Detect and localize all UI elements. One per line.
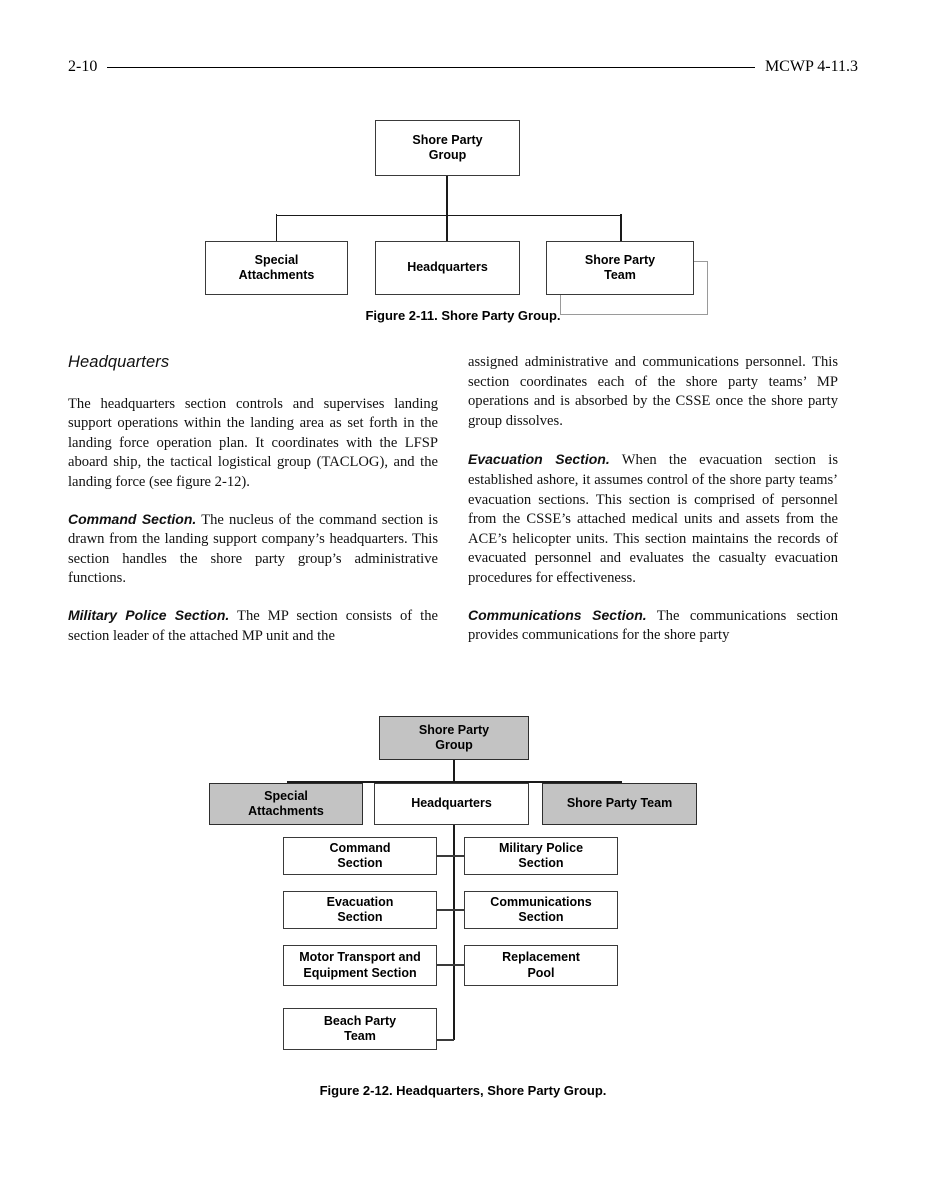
fig212-node-headquarters: Headquarters xyxy=(374,783,529,825)
paragraph-command-section: Command Section. The nucleus of the comm… xyxy=(68,510,438,589)
fig212-connector-row-1-left xyxy=(436,855,454,857)
fig211-drop-left xyxy=(275,214,278,242)
publication-title: MCWP 4-11.3 xyxy=(764,58,858,75)
fig211-node-special-attachments: Special Attachments xyxy=(205,241,348,295)
fig212-connector-row-4-left xyxy=(436,1039,454,1041)
right-text-column: assigned administrative and communicatio… xyxy=(468,353,838,646)
page-folio: 2-10 xyxy=(68,58,98,75)
fig212-spine xyxy=(453,825,455,1040)
fig212-node-communications-section: Communications Section xyxy=(464,891,618,929)
figure-2-12: Shore Party Group Special Attachments He… xyxy=(0,705,926,1125)
fig211-trunk xyxy=(446,176,448,216)
paragraph-mp-continued: assigned administrative and communicatio… xyxy=(468,354,838,429)
fig212-node-evacuation-section: Evacuation Section xyxy=(283,891,437,929)
fig212-trunk xyxy=(453,760,455,782)
fig212-connector-row-3-right xyxy=(453,964,464,966)
fig211-node-shore-party-team: Shore Party Team xyxy=(546,241,694,295)
header-rule xyxy=(107,67,755,68)
paragraph-command-section-text: The nucleus of the command section is dr… xyxy=(68,511,439,587)
figure-2-11: Shore Party Group Special Attachments He… xyxy=(0,110,926,340)
fig212-connector-row-3-left xyxy=(436,964,454,966)
runin-head-command-section: Command Section. xyxy=(68,510,197,527)
paragraph-evacuation-section: Evacuation Section. When the evacuation … xyxy=(468,450,838,588)
paragraph-communications-section: Communications Section. The communicatio… xyxy=(468,606,838,646)
runin-head-military-police-section: Military Police Section. xyxy=(68,606,230,623)
paragraph-military-police-section-text: The MP section consists of the section l… xyxy=(68,607,438,644)
fig212-node-shore-party-group: Shore Party Group xyxy=(379,716,529,760)
running-head: 2-10 MCWP 4-11.3 xyxy=(68,56,858,78)
left-text-column: Headquarters The headquarters section co… xyxy=(68,353,438,646)
fig212-connector-row-1-right xyxy=(453,855,464,857)
fig212-node-replacement-pool: Replacement Pool xyxy=(464,945,618,986)
fig212-node-motor-transport-and-equipment-section: Motor Transport and Equipment Section xyxy=(283,945,437,986)
fig211-node-headquarters: Headquarters xyxy=(375,241,520,295)
fig212-node-special-attachments: Special Attachments xyxy=(209,783,363,825)
paragraph-communications-section-text: The communications section provides comm… xyxy=(468,607,838,644)
fig212-node-beach-party-team: Beach Party Team xyxy=(283,1008,437,1050)
fig212-node-shore-party-team: Shore Party Team xyxy=(542,783,697,825)
fig211-bus xyxy=(276,214,621,217)
paragraph-headquarters-intro: The headquarters section controls and su… xyxy=(68,395,438,490)
fig211-drop-right xyxy=(620,214,622,242)
fig212-connector-row-2-left xyxy=(436,909,454,911)
paragraph-military-police-section: Military Police Section. The MP section … xyxy=(68,606,438,646)
fig212-node-military-police-section: Military Police Section xyxy=(464,837,618,875)
fig212-connector-row-2-right xyxy=(453,909,464,911)
runin-head-evacuation-section: Evacuation Section. xyxy=(468,451,610,468)
runin-head-communications-section: Communications Section. xyxy=(468,606,647,623)
paragraph-evacuation-section-text: When the evacuation section is establish… xyxy=(468,452,838,586)
fig212-node-command-section: Command Section xyxy=(283,837,437,875)
figure-2-11-caption: Figure 2-11. Shore Party Group. xyxy=(365,308,561,323)
figure-2-12-caption: Figure 2-12. Headquarters, Shore Party G… xyxy=(319,1083,607,1098)
fig211-drop-mid xyxy=(446,214,448,242)
fig211-node-shore-party-group: Shore Party Group xyxy=(375,120,520,176)
section-heading-headquarters: Headquarters xyxy=(68,353,170,371)
